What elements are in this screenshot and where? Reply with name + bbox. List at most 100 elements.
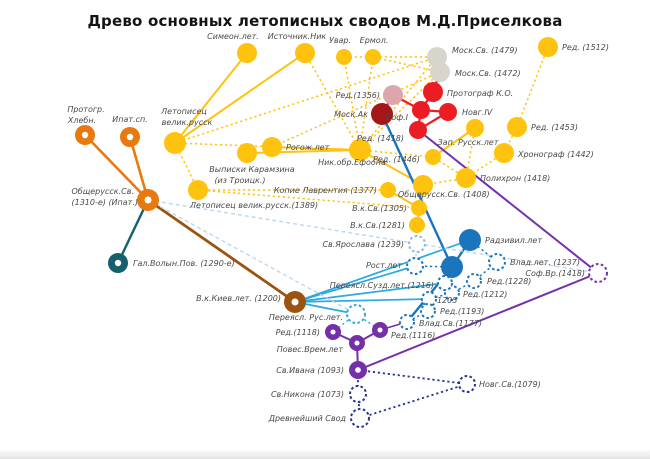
label-sof1: Соф.I [386, 113, 409, 122]
node-jarosl [408, 235, 426, 253]
label-obshch1408: Общерусск.Св. (1408) [398, 190, 490, 199]
edge-node1389-vk1305 [197, 189, 420, 209]
node-red1228 [466, 273, 482, 289]
label-red1193: Ред.(1193) [440, 307, 484, 316]
label-vk1305: В.к.Св.(1305) [352, 204, 407, 213]
edge-ermol-hub [359, 56, 374, 151]
label2-obshch1310: (1310-е) (Ипат.) [71, 198, 138, 207]
label-drevn: Древнейший Свод [268, 414, 347, 423]
node-ivana [349, 361, 367, 379]
node-node1389 [188, 180, 208, 200]
edge-obshch1310-vkkiev [147, 198, 296, 304]
nodes-layer [75, 37, 608, 428]
node-ermol [365, 49, 381, 65]
node-prus [346, 304, 366, 324]
node-mosk1472 [430, 62, 450, 82]
edge-red1193-vlad1177 [406, 310, 429, 323]
edge-vkkiev-n1205 [294, 298, 430, 303]
edge-letopisec-hub [174, 142, 361, 151]
node-polihron [456, 168, 476, 188]
edge-mosk1472-rogozh [271, 71, 441, 148]
label-vlad1237: Влад.лет. (1237) [510, 258, 580, 267]
edge-obshch1310-galvolyn [116, 199, 150, 264]
label-red1356: Ред.(1356) [336, 91, 380, 100]
edge-polihron-zaprussk [465, 127, 476, 179]
edge-ivana-novg1079 [357, 369, 468, 385]
label-rogozh: Рогож.лет [286, 143, 330, 152]
edge-red1212-n1205 [428, 292, 453, 300]
node-sofvr [588, 263, 608, 283]
label-red1228: Ред.(1228) [487, 277, 531, 286]
label-letopisec: Летописец [160, 107, 207, 116]
node-uvar [336, 49, 352, 65]
node-vk1305 [411, 200, 427, 216]
label-mosk_ak: Моск.Ак [334, 110, 368, 119]
node-psuzd [437, 275, 453, 291]
label-ipat_sp: Ипат.сп. [112, 115, 148, 124]
label-hub: Ник.обр.Ефоона [318, 158, 386, 167]
label-galvolyn: Гал.Волын.Пов. (1290-е) [133, 259, 235, 268]
node-obshch1408 [413, 175, 433, 195]
label-zaprussk: Зап. Русск.лет [438, 138, 499, 147]
node-simeon [237, 43, 257, 63]
node-ipat_sp [120, 127, 140, 147]
label-kopie1377: Копие Лаврентия (1377) [274, 186, 377, 195]
label-protograf_ko: Протограф К.О. [447, 89, 513, 98]
node-vlad1177 [399, 314, 415, 330]
label-red1453: Ред. (1453) [531, 123, 578, 132]
edge-mosk1472-hub [359, 71, 441, 151]
node-red1116 [372, 322, 388, 338]
label-rost: Рост.лет [366, 261, 402, 270]
label2-letopisec: велик.русск [162, 118, 213, 127]
edge-obshch1310-prus [147, 199, 357, 315]
node-red1446 [425, 149, 441, 165]
edge-red1418-sofvr [417, 129, 599, 274]
node-sof1 [412, 101, 430, 119]
label-simeon: Симеон.лет. [207, 32, 259, 41]
label-uvar: Увар. [329, 36, 351, 45]
node-vkkiev [284, 291, 306, 313]
label2-protogr_hlebn: Хлебн. [67, 116, 96, 125]
label2-vypiski: (из Троицк.) [214, 176, 265, 185]
node-vk1281 [409, 217, 425, 233]
label-povest: Повес.Врем.лет [277, 345, 344, 354]
edge-drevn-novg1079 [359, 383, 468, 419]
label-node1389: Летописец велик.русск.(1389) [189, 201, 318, 210]
edge-vkkiev-radzivil [294, 239, 471, 303]
label-obshch1310: Общерусск.Св. [71, 187, 134, 196]
scan-edge-shadow [0, 450, 650, 459]
label-jarosl: Св.Ярослава (1239) [322, 240, 404, 249]
label-vypiski: Выписки Карамзина [209, 165, 294, 174]
label-vkkiev: В.к.Киев.лет. (1200) [196, 294, 281, 303]
edge-obshch1310-protogr_hlebn [84, 134, 149, 201]
node-drevn [350, 408, 370, 428]
label-sofvr: Соф.Вр.(1418) [525, 269, 585, 278]
node-istochnik [295, 43, 315, 63]
label-psuzd: Переясл.Сузд.лет.(1216) [330, 281, 434, 290]
edge-mosk1479-letopisec [174, 56, 438, 144]
label-hronograf: Хронограф (1442) [517, 150, 594, 159]
node-red1512 [538, 37, 558, 57]
label-vlad1177: Влад.Св.(1177) [419, 319, 482, 328]
label-vk1281: В.к.Св.(1281) [350, 221, 405, 230]
label-prus: Переясл. Рус.лет. [269, 313, 343, 322]
label-red1512: Ред. (1512) [562, 43, 609, 52]
label-red1116: Ред.(1116) [391, 331, 435, 340]
node-kopie1377 [380, 182, 396, 198]
label-radzivil: Радзивил.лет [485, 236, 542, 245]
edge-istochnik-letopisec [174, 52, 306, 144]
label-protogr_hlebn: Протогр. [67, 105, 104, 114]
node-hub [349, 139, 371, 161]
label-ivana: Св.Ивана (1093) [276, 366, 344, 375]
edge-mosk1479-hub [359, 56, 438, 151]
edge-uvar-hub [343, 56, 361, 151]
label-istochnik: Источник.Ник [268, 32, 327, 41]
node-red1453 [507, 117, 527, 137]
edge-vkkiev-rost [294, 265, 416, 303]
label-ermol: Ермол. [360, 36, 389, 45]
node-zaprussk [466, 119, 484, 137]
node-povest [349, 335, 365, 351]
